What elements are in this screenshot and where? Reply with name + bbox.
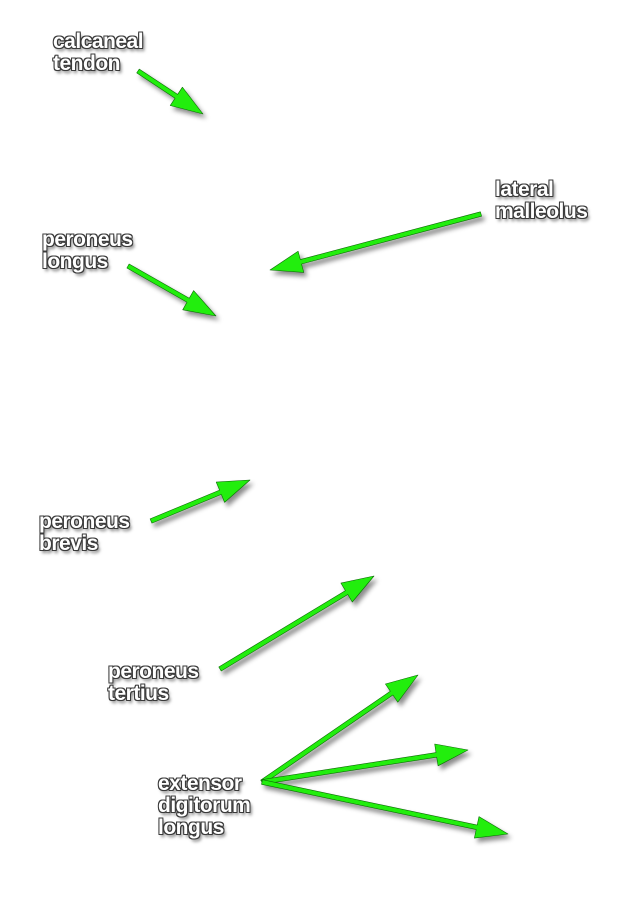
label-peroneus-tertius-line1: peroneus	[108, 660, 199, 683]
label-peroneus-brevis-line2: brevis	[39, 532, 98, 555]
label-peroneus-longus-line1: peroneus	[42, 228, 133, 251]
arrow-edl-3	[261, 779, 509, 839]
label-peroneus-tertius: peroneus tertius	[108, 661, 199, 705]
arrow-edl-1	[260, 674, 419, 785]
label-peroneus-tertius-line2: tertius	[108, 682, 169, 705]
label-extensor-digitorum-longus-line3: longus	[158, 816, 224, 839]
label-calcaneal-tendon: calcaneal tendon	[53, 30, 144, 75]
label-peroneus-brevis-line1: peroneus	[39, 510, 130, 533]
label-extensor-digitorum-longus: extensor digitorum longus	[158, 772, 251, 839]
arrow-peroneus-brevis	[149, 479, 251, 524]
label-calcaneal-tendon-line1: calcaneal	[53, 30, 144, 53]
arrow-edl-2	[261, 743, 469, 785]
label-lateral-malleolus-line2: malleolus	[495, 200, 588, 223]
arrow-calcaneal-tendon	[136, 68, 204, 115]
arrow-peroneus-tertius	[218, 575, 375, 672]
label-peroneus-longus: peroneus longus	[42, 229, 133, 273]
label-lateral-malleolus: lateral malleolus	[495, 178, 588, 223]
label-extensor-digitorum-longus-line2: digitorum	[158, 794, 251, 817]
label-peroneus-brevis: peroneus brevis	[39, 511, 130, 555]
label-extensor-digitorum-longus-line1: extensor	[158, 772, 242, 795]
arrow-lateral-malleolus	[269, 211, 482, 273]
label-peroneus-longus-line2: longus	[42, 250, 108, 273]
label-lateral-malleolus-line1: lateral	[495, 178, 554, 201]
arrow-peroneus-longus	[126, 263, 217, 317]
label-calcaneal-tendon-line2: tendon	[53, 52, 120, 75]
